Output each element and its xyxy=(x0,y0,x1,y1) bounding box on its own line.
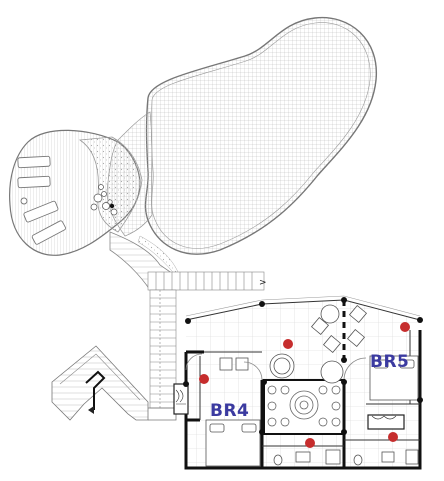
marker-dot xyxy=(109,203,115,209)
planter-icon xyxy=(90,184,118,216)
armchair xyxy=(219,304,368,371)
stairs xyxy=(147,271,265,409)
closet xyxy=(367,414,405,430)
marker-dots xyxy=(199,322,410,448)
round-table xyxy=(269,304,344,384)
bed xyxy=(205,355,419,467)
courtyard xyxy=(263,379,345,435)
boardwalk xyxy=(51,345,177,421)
room-label-br5: BR5 xyxy=(370,352,409,372)
marker-dot xyxy=(400,322,410,332)
building xyxy=(173,295,423,470)
arrow-icon: > xyxy=(259,278,267,288)
sink xyxy=(295,449,419,465)
toilet xyxy=(273,454,363,466)
room-label-br4: BR4 xyxy=(210,401,249,421)
lounge-chair-icon xyxy=(17,155,66,245)
fountain-icon xyxy=(289,390,319,420)
marker-dot xyxy=(283,339,293,349)
column xyxy=(183,297,423,435)
marker-dot xyxy=(305,438,315,448)
closet xyxy=(173,383,189,415)
pool xyxy=(144,16,377,255)
marker-dot xyxy=(388,432,398,442)
marker-dot xyxy=(199,374,209,384)
planter-icon xyxy=(267,385,341,427)
